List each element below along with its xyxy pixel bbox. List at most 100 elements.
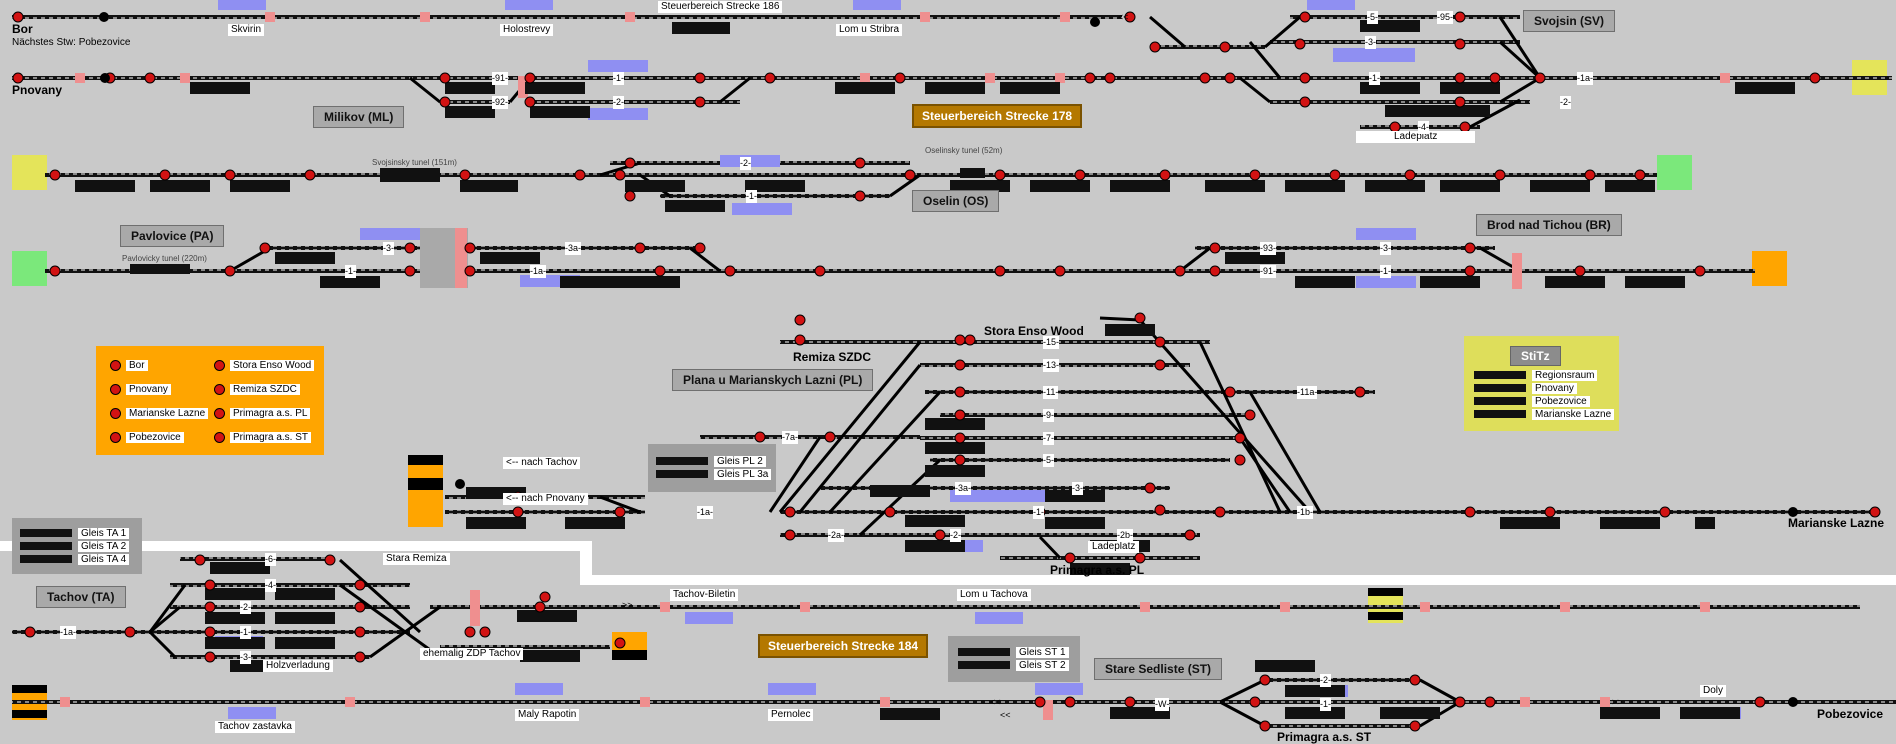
tunnel-svojsinsky: Svojsinsky tunel (151m) [372, 158, 457, 167]
track-label: -5- [1367, 11, 1378, 24]
place-marianske-lazne[interactable]: Marianske Lazne [1788, 516, 1885, 530]
track-label: -1a- [530, 265, 547, 278]
gleis-ta-item[interactable]: Gleis TA 1 [20, 528, 130, 539]
svg-text:<<: << [1118, 12, 1129, 22]
edge-marker-green-right [1657, 155, 1692, 190]
switch-diagonals [148, 15, 1542, 728]
tunnel-oselinsky: Oselinsky tunel (52m) [925, 146, 1003, 155]
signal-lamps [12, 11, 1881, 732]
station-plana[interactable]: Plana u Marianskych Lazni (PL) [672, 369, 874, 391]
place-tachov-zastavka: Tachov zastavka [215, 721, 295, 733]
station-svojsin[interactable]: Svojsin (SV) [1523, 10, 1616, 32]
track-label: -93- [1260, 242, 1277, 255]
legend-item[interactable]: Bor [110, 360, 148, 372]
place-lom-tachova: Lom u Tachova [957, 589, 1031, 601]
signal-lamp-icon [110, 384, 121, 395]
block-indicators [75, 20, 1795, 720]
station-stare-sedliste[interactable]: Stare Sedliste (ST) [1094, 658, 1223, 680]
next-dispatcher-note: Nächstes Stw: Pobezovice [12, 37, 131, 48]
place-holzverladung: Holzverladung [263, 660, 333, 672]
stitz-item[interactable]: Pobezovice [1474, 396, 1590, 407]
track-label: -95- [1437, 11, 1454, 24]
gleis-ta-panel: Gleis TA 1 Gleis TA 2 Gleis TA 4 [12, 518, 142, 574]
legend-item[interactable]: Pobezovice [110, 432, 184, 444]
section-label-184[interactable]: Steuerbereich Strecke 184 [758, 634, 929, 658]
track-label: -13- [1043, 359, 1060, 372]
place-primagra-pl[interactable]: Primagra a.s. PL [1050, 563, 1145, 577]
label-nach-tachov: <-- nach Tachov [503, 457, 581, 469]
track-label: -1- [1033, 506, 1044, 519]
place-pobezovice[interactable]: Pobezovice [1817, 707, 1884, 721]
station-oselin[interactable]: Oselin (OS) [912, 190, 1000, 212]
track-label: -1b- [1297, 506, 1314, 519]
track-label: -2- [740, 157, 751, 170]
track-label: -7- [1043, 432, 1054, 445]
edge-marker-yellow-left [12, 155, 47, 190]
section-label-178[interactable]: Steuerbereich Strecke 178 [912, 104, 1083, 128]
place-holostrevy: Holostrevy [500, 24, 554, 36]
station-pavlovice[interactable]: Pavlovice (PA) [120, 225, 225, 247]
gleis-ta-item[interactable]: Gleis TA 2 [20, 541, 130, 552]
legend-panel: Bor Pnovany Marianske Lazne Pobezovice S… [96, 346, 324, 455]
track-label: -2- [613, 96, 624, 109]
gleis-st-item[interactable]: Gleis ST 1 [958, 647, 1069, 658]
track-label: -3- [1365, 36, 1376, 49]
gleis-pl-item[interactable]: Gleis PL 2 [656, 456, 766, 467]
place-remiza[interactable]: Remiza SZDC [793, 350, 872, 364]
track-label: -3- [240, 651, 251, 664]
svg-text:<<: << [990, 697, 1001, 707]
gleis-pl-item[interactable]: Gleis PL 3a [656, 469, 772, 480]
legend-item[interactable]: Marianske Lazne [110, 408, 209, 420]
stitz-item[interactable]: Pnovany [1474, 383, 1577, 394]
station-pnovany[interactable]: Pnovany [12, 83, 63, 97]
stitz-list: Regionsraum Pnovany Pobezovice Marianske… [1474, 370, 1615, 426]
edge-marker-green-left [12, 251, 47, 286]
track-label: -1- [345, 265, 356, 278]
svg-text:<<: << [1000, 710, 1011, 720]
gleis-st-panel: Gleis ST 1 Gleis ST 2 [948, 636, 1080, 682]
gleis-ta-item[interactable]: Gleis TA 4 [20, 554, 130, 565]
white-band-joint [580, 541, 592, 581]
track-label: -1a- [60, 626, 77, 639]
stitz-title: StiTz [1510, 346, 1561, 366]
track-label: -1- [1320, 698, 1331, 711]
track-label: -6- [265, 553, 276, 566]
place-stara-remiza: Stara Remiza [383, 553, 450, 565]
signal-lamp-icon [214, 360, 225, 371]
place-stora-enso[interactable]: Stora Enso Wood [984, 324, 1084, 338]
stitz-item[interactable]: Marianske Lazne [1474, 409, 1615, 420]
station-milikov[interactable]: Milikov (ML) [313, 106, 405, 128]
place-lom-stribra: Lom u Stribra [836, 24, 903, 36]
stitz-item[interactable]: Regionsraum [1474, 370, 1598, 381]
track-label: -4- [1418, 121, 1429, 134]
track-label: -1- [613, 72, 624, 85]
section-label-186: Steuerbereich Strecke 186 [658, 1, 783, 13]
place-ehemalig-zdp: ehemalig ZDP Tachov [420, 648, 524, 660]
signal-lamp-icon [214, 384, 225, 395]
track-label: -1- [1380, 265, 1391, 278]
legend-item[interactable]: Primagra a.s. PL [214, 408, 311, 420]
place-primagra-st[interactable]: Primagra a.s. ST [1277, 730, 1372, 744]
place-ladeplatz-svojsin: Ladeplatz [1356, 131, 1476, 143]
stitz-panel: StiTz Regionsraum Pnovany Pobezovice Mar… [1464, 336, 1619, 431]
legend-item[interactable]: Remiza SZDC [214, 384, 300, 396]
place-doly: Doly [1700, 685, 1727, 697]
legend-item[interactable]: Pnovany [110, 384, 171, 396]
track-label: -5- [1043, 454, 1054, 467]
track-label: -3- [383, 242, 394, 255]
svg-text:>>: >> [1612, 697, 1623, 707]
station-bor[interactable]: Bor [12, 22, 33, 36]
station-tachov[interactable]: Tachov (TA) [36, 586, 126, 608]
track-label: -2b- [1117, 529, 1134, 542]
legend-item[interactable]: Stora Enso Wood [214, 360, 315, 372]
white-band-right [580, 575, 1896, 585]
tunnel-pavlovicky: Pavlovicky tunel (220m) [122, 254, 207, 263]
track-label: -15- [1043, 336, 1060, 349]
track-label: -1a- [1577, 72, 1594, 85]
track-label: -2a- [828, 529, 845, 542]
gleis-st-item[interactable]: Gleis ST 2 [958, 660, 1069, 671]
track-label: -2- [240, 601, 251, 614]
legend-item[interactable]: Primagra a.s. ST [214, 432, 312, 444]
station-brod[interactable]: Brod nad Tichou (BR) [1476, 214, 1622, 236]
